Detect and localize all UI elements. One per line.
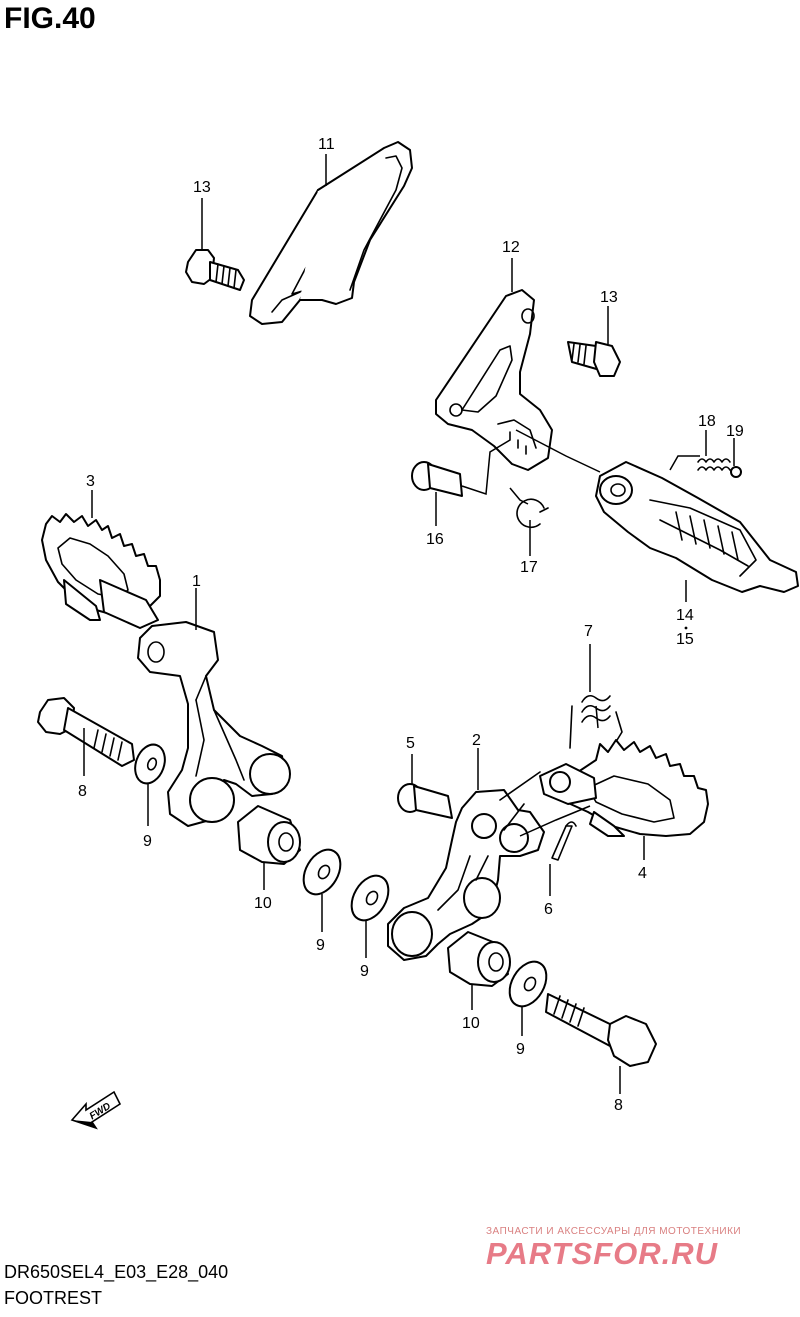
washer-part-9-left-a: [134, 743, 166, 785]
callout-12: 12: [502, 239, 520, 256]
figure-name: FOOTREST: [4, 1288, 102, 1308]
bolt-part-13-right: [567, 341, 621, 377]
pin-part-16: [411, 461, 463, 497]
footrest-part-14-15: [595, 461, 799, 593]
callout-13-top: 13: [193, 179, 211, 196]
callout-leaders: [83, 154, 735, 1094]
callout-11: 11: [318, 136, 335, 153]
bolt-part-13-top: [185, 249, 245, 291]
clip-part-17: [516, 498, 549, 529]
callout-6: 6: [544, 901, 553, 918]
callout-8-left: 8: [78, 783, 87, 800]
callout-14: 14: [676, 607, 694, 624]
callout-19: 19: [726, 423, 744, 440]
callout-2: 2: [472, 732, 481, 749]
callout-4: 4: [638, 865, 647, 882]
collar-part-10-left: [237, 805, 301, 865]
callout-3: 3: [86, 473, 95, 490]
callout-1: 1: [192, 573, 201, 590]
washer-part-9-right-a: [350, 874, 390, 922]
callout-15: 15: [676, 631, 694, 648]
bolt-part-8-right: [545, 993, 657, 1067]
callout-7: 7: [584, 623, 593, 640]
watermark-logo: PARTSFOR.RU: [486, 1236, 719, 1271]
collar-part-10-right: [447, 931, 511, 987]
pin-part-5: [397, 783, 453, 819]
callout-13-right: 13: [600, 289, 618, 306]
ball-part-19: [730, 466, 742, 478]
callout-9-right-a: 9: [360, 963, 369, 980]
callout-10-right: 10: [462, 1015, 480, 1032]
footrest-bracket-part-2: [387, 771, 545, 961]
spring-part-18: [697, 458, 731, 471]
callout-10-left: 10: [254, 895, 272, 912]
callout-16: 16: [426, 531, 444, 548]
callout-8-right: 8: [614, 1097, 623, 1114]
callout-9-right-b: 9: [516, 1041, 525, 1058]
watermark-tagline: ЗАПЧАСТИ И АКСЕССУАРЫ ДЛЯ МОТОТЕХНИКИ: [486, 1226, 742, 1237]
bolt-part-8-left: [37, 697, 135, 767]
footrest-bracket-part-1: [137, 621, 291, 827]
figure-title: FIG.40: [4, 2, 96, 35]
callout-14-15-dot: [684, 626, 688, 630]
callout-17: 17: [520, 559, 538, 576]
callout-9-left-b: 9: [316, 937, 325, 954]
callout-9-left-a: 9: [143, 833, 152, 850]
figure-code: DR650SEL4_E03_E28_040: [4, 1262, 229, 1282]
heel-guard-part-11: [249, 141, 413, 325]
callout-18: 18: [698, 413, 716, 430]
washer-part-9-left-b: [302, 848, 342, 896]
fwd-arrow-icon: FWD: [70, 1090, 122, 1130]
washer-part-9-right-b: [508, 960, 548, 1008]
footpeg-part-4: [539, 739, 709, 837]
callout-5: 5: [406, 735, 415, 752]
footrest-bracket-part-12: [435, 289, 553, 471]
cotter-pin-part-6: [551, 821, 577, 861]
footpeg-part-3: [41, 513, 161, 629]
